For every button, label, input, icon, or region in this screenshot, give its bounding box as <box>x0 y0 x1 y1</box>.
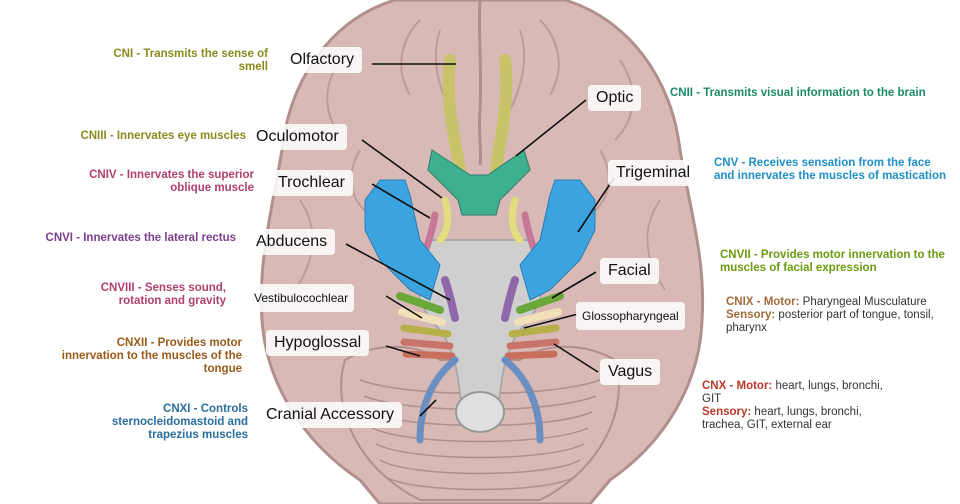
desc-cn2: CNII - Transmits visual information to t… <box>670 87 926 99</box>
desc-cn12: CNXII - Provides motor innervation to th… <box>61 337 242 375</box>
vestibulocochlear-right-shape <box>514 308 562 326</box>
olfactory-bulb-right-shape <box>490 54 513 176</box>
desc-cn5: CNV - Receives sensation from the face a… <box>714 157 946 182</box>
facial-right-shape <box>516 292 564 314</box>
abducens-left-shape <box>441 276 459 322</box>
label-trochlear: Trochlear <box>270 170 353 196</box>
vagus-right-shape <box>506 338 560 350</box>
desc-cn4: CNIV - Innervates the superior oblique m… <box>89 169 254 194</box>
label-glossopharyngeal: Glossopharyngeal <box>576 302 685 330</box>
desc-cn9-head: CNIX - Motor: <box>726 296 800 308</box>
cerebellar-folium <box>375 443 585 459</box>
leader-lines <box>345 63 615 417</box>
label-cranial-accessory: Cranial Accessory <box>258 402 403 428</box>
desc-cn7: CNVII - Provides motor innervation to th… <box>720 249 945 274</box>
oculomotor-left-shape <box>436 196 452 244</box>
label-trigeminal: Trigeminal <box>608 160 699 186</box>
label-facial: Facial <box>600 258 659 284</box>
label-abducens: Abducens <box>248 229 336 255</box>
facial-left-shape <box>396 292 444 314</box>
desc-cn10: CNX - Motor: heart, lungs, bronchi, GIT … <box>702 380 902 432</box>
trigeminal-left-shape <box>364 179 441 301</box>
vestibulocochlear-left-shape <box>398 308 446 326</box>
desc-cn10-motor: heart, lungs, bronchi, GIT <box>702 380 883 405</box>
trigeminal-right-shape <box>519 179 596 301</box>
glossopharyngeal-right-shape <box>508 324 560 338</box>
desc-cn10-sensory-head: Sensory: <box>702 406 752 418</box>
vagus-left-shape <box>400 338 454 350</box>
glossopharyngeal-left-shape <box>400 324 452 338</box>
desc-cn3: CNIII - Innervates eye muscles <box>80 130 246 142</box>
oculomotor-right-shape <box>508 196 524 244</box>
desc-cn9: CNIX - Motor: Pharyngeal Musculature Sen… <box>726 296 950 335</box>
accessory-left-shape <box>416 356 459 444</box>
optic-chiasm-shape <box>427 149 531 216</box>
desc-cn8: CNVIII - Senses sound, rotation and grav… <box>100 282 226 307</box>
label-oculomotor: Oculomotor <box>248 124 347 150</box>
label-optic: Optic <box>588 85 642 111</box>
desc-cn10-head: CNX - Motor: <box>702 380 773 392</box>
hypoglossal-right-shape <box>504 350 558 360</box>
desc-cn1: CNI - Transmits the sense of smell <box>113 48 268 73</box>
label-hypoglossal: Hypoglossal <box>266 330 370 356</box>
label-vagus: Vagus <box>600 359 661 385</box>
desc-cn10-sensory: heart, lungs, bronchi, trachea, GIT, ext… <box>702 406 862 431</box>
longitudinal-fissure <box>477 0 483 166</box>
desc-cn9-sensory: posterior part of tongue, tonsil, pharyn… <box>726 309 934 334</box>
cerebellar-folium <box>383 475 577 491</box>
desc-cn11: CNXI - Controls sternocleidomastoid and … <box>111 403 248 441</box>
abducens-right-shape <box>501 276 519 322</box>
desc-cn9-sensory-head: Sensory: <box>726 309 776 321</box>
spinal-cord-section <box>455 391 505 433</box>
desc-cn6: CNVI - Innervates the lateral rectus <box>45 232 236 244</box>
cerebellar-folium <box>371 427 589 443</box>
label-olfactory: Olfactory <box>282 47 363 73</box>
desc-cn9-motor: Pharyngeal Musculature <box>802 296 927 308</box>
label-vestibulocochlear: Vestibulocochlear <box>248 284 355 312</box>
accessory-right-shape <box>501 356 544 444</box>
olfactory-bulb-left-shape <box>442 54 466 176</box>
cerebellar-folium <box>379 459 581 475</box>
